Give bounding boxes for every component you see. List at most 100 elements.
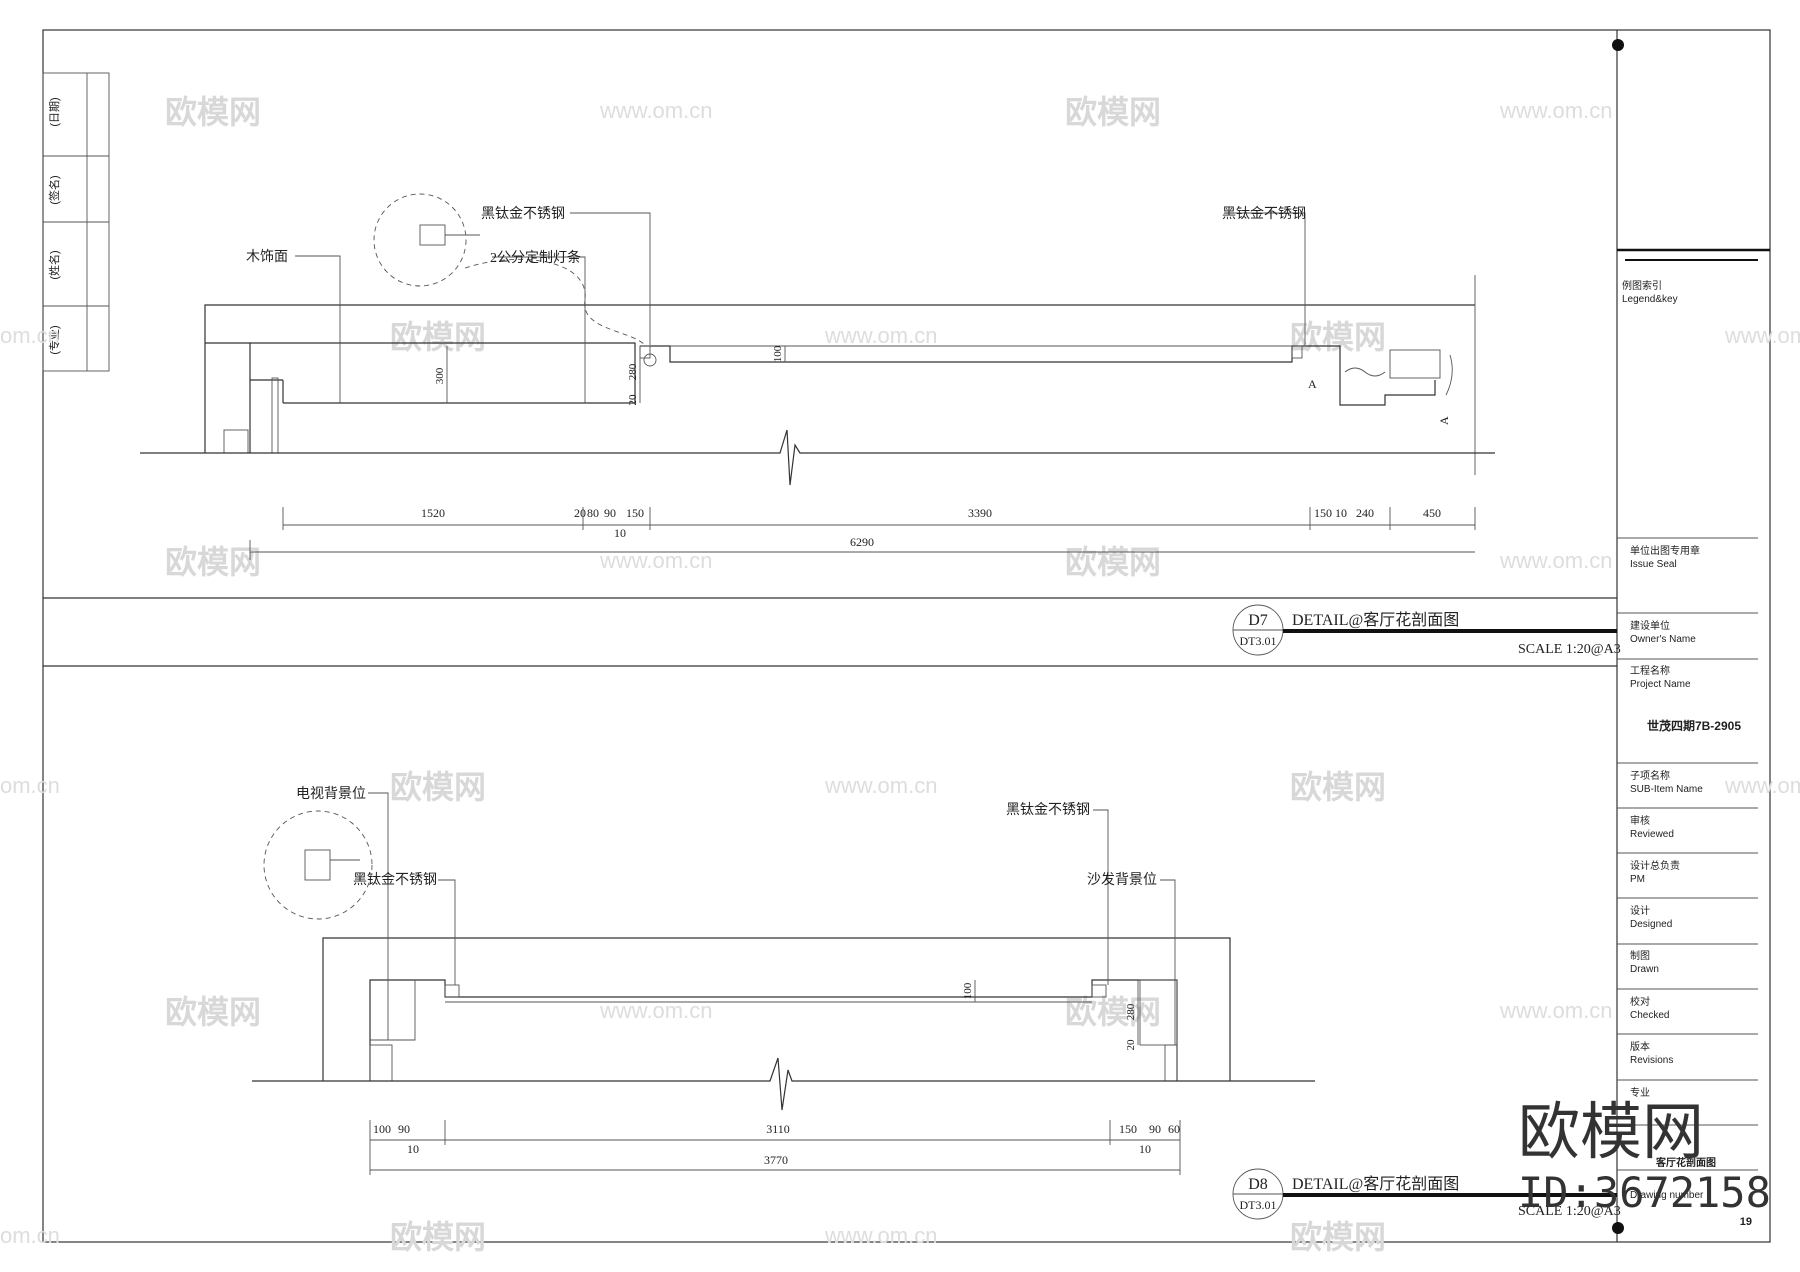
- d7-title: DETAIL@客厅花剖面图: [1292, 611, 1459, 629]
- watermark-brand: 欧模网: [1065, 994, 1161, 1030]
- d8-dim-90b: 90: [1149, 1122, 1161, 1136]
- tb-drawing-name-value: 客厅花剖面图: [1655, 1156, 1716, 1169]
- d7-note-steel-left: 黑钛金不锈钢: [481, 206, 565, 222]
- d7-vdim-100: 100: [772, 345, 784, 362]
- d8-right-block: [1139, 979, 1178, 1046]
- watermark-url: www.om.cn: [824, 1223, 937, 1248]
- watermark-url: www.om.cn: [1724, 323, 1800, 348]
- watermark-url: www.om.cn: [1724, 773, 1800, 798]
- d7-base-block: [223, 429, 249, 454]
- brand-overlay: 欧模网 ID:3672158: [1518, 1095, 1771, 1217]
- watermark-brand: 欧模网: [1290, 1219, 1386, 1255]
- sheet-border: [42, 29, 1771, 1243]
- d7-leader-3: [295, 255, 341, 403]
- tb-pm-cn: 设计总负责: [1630, 859, 1680, 872]
- d7-dim-90: 90: [604, 506, 616, 520]
- tb-project-en: Project Name: [1630, 679, 1691, 690]
- d7-soffit-left: [205, 342, 251, 453]
- tb-project-cn: 工程名称: [1630, 664, 1670, 677]
- brand-id: ID:3672158: [1518, 1168, 1771, 1217]
- tb-seal-en: Issue Seal: [1630, 559, 1677, 570]
- d8-dim-100: 100: [373, 1122, 391, 1136]
- d7-right-detail-curve: [1344, 367, 1386, 377]
- d7-title-tag-bottom: DT3.01: [1240, 634, 1277, 648]
- title-block-dot-top: [1612, 39, 1624, 51]
- d8-note-steel-left: 黑钛金不锈钢: [353, 872, 437, 888]
- d7-dim-150b: 150: [1314, 506, 1332, 520]
- d7-steel-profile-right: [1291, 345, 1303, 359]
- d8-dim-90: 90: [398, 1122, 410, 1136]
- d8-vdim-20: 20: [1125, 1039, 1137, 1051]
- d8-left-block: [370, 980, 416, 1041]
- title-block-dot-bottom: [1612, 1222, 1624, 1234]
- stamp-label-date: (日期): [48, 97, 61, 126]
- watermark-url: www.om.cn: [599, 98, 712, 123]
- tb-checked-cn: 校对: [1630, 995, 1650, 1008]
- d8-scale: SCALE 1:20@A3: [1518, 1204, 1621, 1219]
- title-block: 例图索引 Legend&key 单位出图专用章 Issue Seal 建设单位 …: [1612, 39, 1770, 1234]
- tb-revisions-en: Revisions: [1630, 1055, 1673, 1066]
- detail-d8-annotations: 电视背景位 黑钛金不锈钢 黑钛金不锈钢 沙发背景位 100 280 20 100…: [296, 786, 1621, 1220]
- tb-reviewed-cn: 审核: [1630, 814, 1650, 827]
- d7-bubble-profile: [419, 224, 446, 246]
- tb-legend-cn: 例图索引: [1622, 279, 1662, 292]
- brand-logo-text: 欧模网: [1518, 1095, 1704, 1168]
- d7-floor-break-line: [140, 429, 1495, 486]
- d7-bubble-leader: [464, 258, 646, 346]
- watermark-brand: 欧模网: [165, 94, 261, 130]
- tb-pm-en: PM: [1630, 874, 1645, 885]
- d7-section-mark-a: A: [1437, 416, 1451, 425]
- d8-leader-2: [438, 879, 456, 985]
- d7-dim-20: 20: [574, 506, 586, 520]
- d7-dim-240: 240: [1356, 506, 1374, 520]
- d7-note-wood: 木饰面: [246, 249, 288, 265]
- watermark-url: www.om.cn: [1499, 998, 1612, 1023]
- tb-owner-cn: 建设单位: [1630, 619, 1670, 632]
- d8-title-tag-top: D8: [1248, 1176, 1268, 1193]
- stamp-label-name: (姓名): [47, 250, 61, 279]
- d7-title-tag-top: D7: [1248, 612, 1268, 629]
- d7-note-steel-right: 黑钛金不锈钢: [1222, 206, 1306, 222]
- d7-dim-150: 150: [626, 506, 644, 520]
- tb-sheet-no: 19: [1740, 1216, 1752, 1228]
- d8-note-sofa-wall: 沙发背景位: [1087, 872, 1157, 888]
- d7-callout-circle: [643, 353, 657, 367]
- d8-dim-60: 60: [1168, 1122, 1180, 1136]
- d8-note-steel-right: 黑钛金不锈钢: [1006, 802, 1090, 818]
- stamp-label-signature: (签名): [47, 175, 61, 204]
- watermark-url: www.om.cn: [1499, 548, 1612, 573]
- d7-dim-450: 450: [1423, 506, 1441, 520]
- tb-project-value: 世茂四期7B-2905: [1647, 718, 1741, 733]
- d8-dim-10-left: 10: [407, 1142, 419, 1156]
- tb-designed-en: Designed: [1630, 919, 1672, 930]
- watermark-brand: 欧模网: [390, 319, 486, 355]
- d8-right-hatch: [1164, 1044, 1178, 1082]
- d8-vdim-280: 280: [1125, 1003, 1137, 1020]
- d7-ceiling-outline: [204, 304, 1475, 453]
- tb-checked-en: Checked: [1630, 1010, 1669, 1021]
- d8-steel-profile-right: [1091, 984, 1107, 998]
- d7-note-light-strip: 2公分定制灯条: [490, 249, 581, 266]
- watermark-brand: 欧模网: [390, 1219, 486, 1255]
- watermark-brand: 欧模网: [1290, 769, 1386, 805]
- tb-drawing-no-en: Drawing number: [1630, 1190, 1704, 1201]
- watermark-cn: om.cn: [0, 323, 60, 348]
- d7-right-detail-curve2: [1445, 354, 1453, 396]
- watermark-brand: 欧模网: [165, 544, 261, 580]
- d8-detail-bubble: [263, 810, 373, 920]
- d8-leader-1: [368, 792, 389, 1040]
- d8-note-tv-wall: 电视背景位: [296, 786, 366, 802]
- tb-sub-cn: 子项名称: [1630, 769, 1670, 782]
- watermark-brand: 欧模网: [1290, 319, 1386, 355]
- tb-sub-en: SUB-Item Name: [1630, 784, 1703, 795]
- tb-seal-cn: 单位出图专用章: [1630, 544, 1700, 557]
- tb-owner-en: Owner's Name: [1630, 634, 1696, 645]
- d7-dim-10-small: 10: [614, 526, 626, 540]
- d7-vdim-280: 280: [627, 363, 639, 380]
- d8-soffit: [369, 979, 1178, 1081]
- d7-soffit-box: [250, 342, 636, 403]
- watermark-brand: 欧模网: [390, 769, 486, 805]
- left-stamp-table: (日期) (签名) (姓名) (专业): [42, 72, 110, 372]
- watermark-brand: 欧模网: [1065, 544, 1161, 580]
- d7-vdim-300: 300: [434, 367, 446, 384]
